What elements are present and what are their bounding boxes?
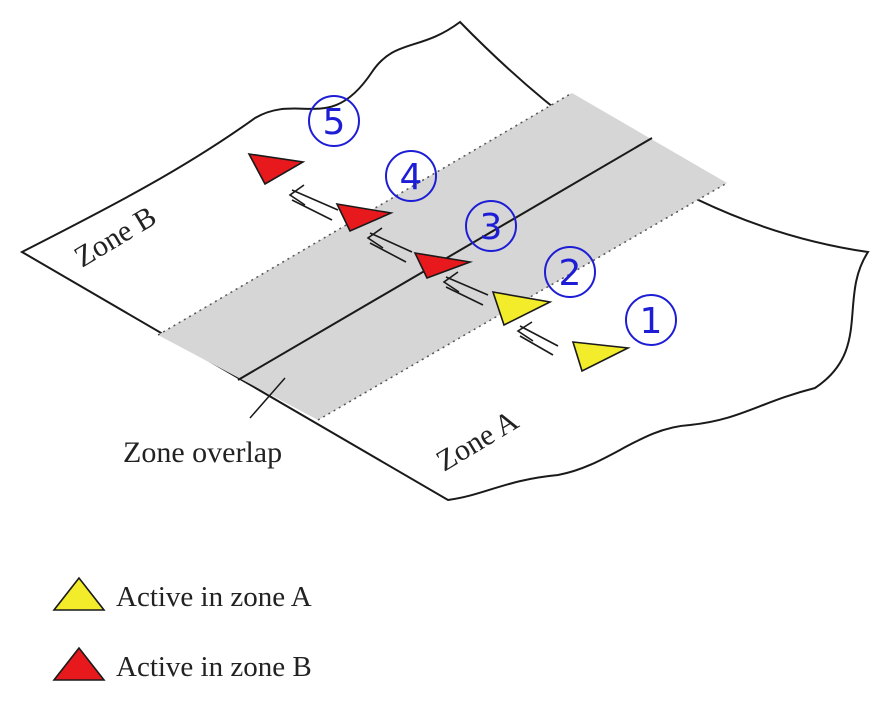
movement-arrow	[288, 184, 339, 221]
step-marker-1: 1	[625, 294, 677, 346]
overlap-edge-upper	[157, 92, 573, 336]
step-marker-5: 5	[308, 95, 360, 147]
zone-b-marker	[413, 251, 474, 280]
zone-a-marker	[491, 290, 553, 327]
step-marker-4: 4	[385, 150, 437, 202]
zone-b-marker	[335, 202, 394, 233]
zone-a-marker	[571, 341, 631, 373]
svg-text:2: 2	[559, 253, 582, 294]
legend-item-zone-b: Active in zone B	[52, 646, 312, 683]
legend-zone-a-label: Active in zone A	[116, 581, 312, 613]
legend-zone-b-swatch	[52, 646, 106, 681]
svg-text:5: 5	[323, 102, 346, 143]
legend-zone-b-label: Active in zone B	[116, 651, 312, 683]
overlap-edge-lower	[317, 182, 728, 421]
legend: Active in zone A Active in zone B	[52, 576, 312, 683]
movement-arrow	[516, 321, 559, 356]
legend-zone-a-swatch	[52, 576, 106, 611]
zone-overlap-label: Zone overlap	[123, 436, 282, 469]
overlap-leader-line	[249, 377, 286, 419]
svg-text:4: 4	[400, 157, 423, 198]
movement-arrow	[442, 271, 489, 306]
legend-item-zone-a: Active in zone A	[52, 576, 312, 613]
svg-text:3: 3	[480, 207, 503, 248]
movement-arrow	[366, 227, 413, 263]
step-marker-2: 2	[544, 246, 596, 298]
step-marker-3: 3	[465, 200, 517, 252]
zone-overlap-band	[158, 93, 727, 420]
svg-text:1: 1	[640, 301, 663, 342]
zone-b-marker	[247, 152, 306, 186]
